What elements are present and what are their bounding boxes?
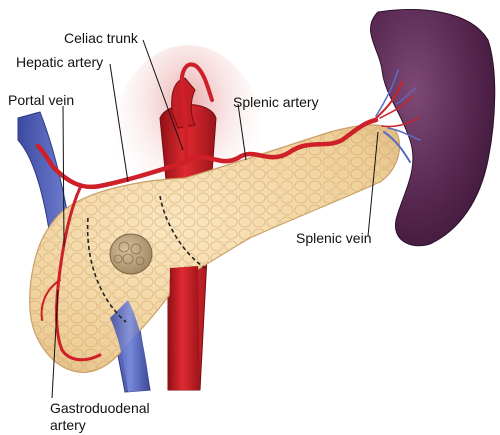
leader-lines bbox=[51, 39, 379, 399]
splenic-artery bbox=[187, 117, 379, 164]
label-portal-vein: Portal vein bbox=[8, 92, 75, 108]
portal-vein-front bbox=[110, 300, 150, 392]
label-gastroduodenal-line2: artery bbox=[50, 417, 86, 433]
label-hepatic-artery: Hepatic artery bbox=[16, 54, 104, 70]
aorta-lower bbox=[168, 266, 200, 390]
resection-line-right bbox=[159, 195, 206, 269]
leader-splenic-vein bbox=[367, 131, 379, 237]
tumor bbox=[109, 233, 153, 275]
label-splenic-artery: Splenic artery bbox=[233, 94, 319, 110]
label-splenic-vein: Splenic vein bbox=[296, 230, 372, 246]
left-gastric-artery bbox=[179, 62, 214, 102]
leader-portal bbox=[62, 105, 65, 247]
celiac-trunk bbox=[179, 87, 189, 163]
leader-splenic-artery bbox=[237, 103, 247, 161]
spleen bbox=[370, 9, 496, 247]
leader-gastroduodenal bbox=[51, 289, 59, 399]
leader-hepatic bbox=[109, 63, 129, 183]
hepatic-artery bbox=[35, 143, 189, 190]
leader-celiac bbox=[142, 39, 184, 151]
label-celiac-trunk: Celiac trunk bbox=[64, 30, 138, 46]
gastroduodenal-branch bbox=[40, 279, 61, 321]
label-gastroduodenal-line1: Gastroduodenal bbox=[50, 400, 150, 416]
